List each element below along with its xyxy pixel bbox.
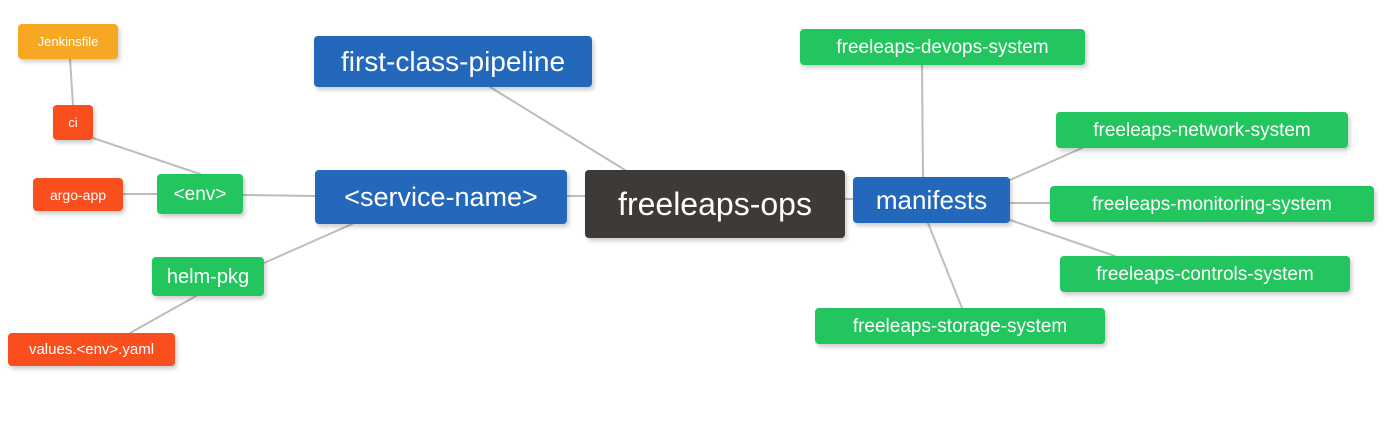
node-label-freeleaps-devops-system: freeleaps-devops-system <box>836 36 1049 58</box>
node-freeleaps-controls-system[interactable]: freeleaps-controls-system <box>1060 256 1350 292</box>
node-label-freeleaps-controls-system: freeleaps-controls-system <box>1096 263 1314 285</box>
edge-manifests-storage <box>927 222 963 309</box>
edge-ci-env <box>92 137 201 175</box>
node-first-class-pipeline[interactable]: first-class-pipeline <box>314 36 592 87</box>
edge-jenkinsfile-ci <box>69 58 74 106</box>
node-label-env: <env> <box>173 183 227 205</box>
node-label-service-name: <service-name> <box>344 181 538 212</box>
node-label-manifests: manifests <box>875 185 988 215</box>
node-ci[interactable]: ci <box>53 105 93 140</box>
node-label-freeleaps-monitoring-system: freeleaps-monitoring-system <box>1092 193 1332 215</box>
node-freeleaps-storage-system[interactable]: freeleaps-storage-system <box>815 308 1105 344</box>
node-label-freeleaps-storage-system: freeleaps-storage-system <box>852 315 1068 337</box>
edge-helmpkg-servicename <box>263 223 353 264</box>
edge-manifests-controls <box>1009 219 1116 257</box>
node-freeleaps-ops[interactable]: freeleaps-ops <box>585 170 845 238</box>
node-label-first-class-pipeline: first-class-pipeline <box>340 45 566 77</box>
node-env[interactable]: <env> <box>157 174 243 214</box>
node-label-jenkinsfile: Jenkinsfile <box>37 34 99 49</box>
node-helm-pkg[interactable]: helm-pkg <box>152 257 264 296</box>
node-service-name[interactable]: <service-name> <box>315 170 567 224</box>
node-label-freeleaps-ops: freeleaps-ops <box>618 186 812 222</box>
node-label-helm-pkg: helm-pkg <box>166 265 250 288</box>
node-manifests[interactable]: manifests <box>853 177 1010 223</box>
node-label-freeleaps-network-system: freeleaps-network-system <box>1093 119 1311 141</box>
node-freeleaps-monitoring-system[interactable]: freeleaps-monitoring-system <box>1050 186 1374 222</box>
edge-manifests-devops <box>921 64 924 178</box>
edge-values-helmpkg <box>129 295 197 334</box>
edge-env-servicename <box>242 194 316 197</box>
edge-pipeline-ops <box>489 86 626 171</box>
node-argo-app[interactable]: argo-app <box>33 178 123 211</box>
node-label-argo-app: argo-app <box>49 186 107 203</box>
node-freeleaps-devops-system[interactable]: freeleaps-devops-system <box>800 29 1085 65</box>
node-label-ci: ci <box>68 115 78 130</box>
edge-manifests-network <box>1009 147 1083 181</box>
node-jenkinsfile[interactable]: Jenkinsfile <box>18 24 118 59</box>
node-values-yaml[interactable]: values.<env>.yaml <box>8 333 175 366</box>
node-label-values-yaml: values.<env>.yaml <box>28 341 155 358</box>
node-freeleaps-network-system[interactable]: freeleaps-network-system <box>1056 112 1348 148</box>
